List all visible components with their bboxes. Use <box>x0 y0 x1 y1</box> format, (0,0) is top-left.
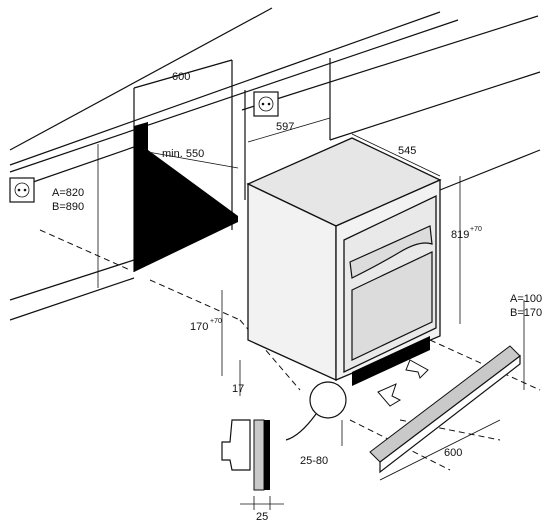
power-socket-icon <box>9 177 35 203</box>
plinth-front <box>379 354 521 474</box>
wall-lower-right <box>329 71 541 141</box>
magnifier-circle <box>309 381 347 419</box>
label-17: 17 <box>232 383 244 395</box>
detail-panel <box>253 419 265 491</box>
arrow-left-icon <box>377 383 402 407</box>
dimension-lines <box>97 59 525 481</box>
countertop-lower-right <box>241 15 539 111</box>
dimension-labels: 600 min. 550 597 545 A=820 B=890 819 +70… <box>52 71 542 523</box>
dim-min-550 <box>147 151 239 169</box>
power-socket-icon <box>253 91 279 117</box>
label-b-890: B=890 <box>52 201 84 213</box>
arrow-icons <box>377 359 429 407</box>
countertop-edge-bottom <box>9 19 459 173</box>
label-597: 597 <box>276 121 294 133</box>
arrow-down-icon <box>405 359 429 379</box>
fridge <box>246 137 442 386</box>
label-min-550: min. 550 <box>162 148 204 160</box>
label-545: 545 <box>398 145 416 157</box>
plinth <box>369 345 521 474</box>
label-819: 819 <box>451 229 469 241</box>
fridge-base-gap <box>352 336 430 386</box>
dash-left <box>39 229 131 271</box>
fridge-door-handle <box>349 225 433 279</box>
dash-mid <box>149 279 241 321</box>
dim-597 <box>247 117 331 143</box>
label-600-top: 600 <box>172 71 190 83</box>
fridge-drawer <box>351 251 433 361</box>
cabinet-niche <box>9 58 541 321</box>
label-819-sup: +70 <box>470 226 482 233</box>
dim-600-bottom <box>379 419 501 481</box>
dim-600-top <box>133 59 233 89</box>
detail-callout <box>285 381 347 441</box>
countertop-edge-top <box>9 7 273 151</box>
countertop-edge-front <box>9 11 441 166</box>
label-170-sup: +70 <box>210 318 222 325</box>
label-a-100: A=100 <box>510 293 542 305</box>
floor-left-2 <box>9 277 135 321</box>
label-b-170: B=170 <box>510 307 542 319</box>
label-170: 170 <box>190 321 208 333</box>
label-25: 25 <box>256 511 268 523</box>
callout-pointer <box>285 413 317 441</box>
detail-section <box>221 419 284 510</box>
dim-545 <box>351 133 441 177</box>
niche-shadow <box>134 122 238 272</box>
label-600-bottom: 600 <box>444 447 462 459</box>
floor-left-1 <box>9 259 135 301</box>
dash-right-3 <box>399 419 501 441</box>
label-25-80: 25-80 <box>300 455 328 467</box>
detail-outline <box>221 419 251 471</box>
floor-right <box>439 149 541 191</box>
detail-edge <box>264 420 270 490</box>
label-a-820: A=820 <box>52 187 84 199</box>
